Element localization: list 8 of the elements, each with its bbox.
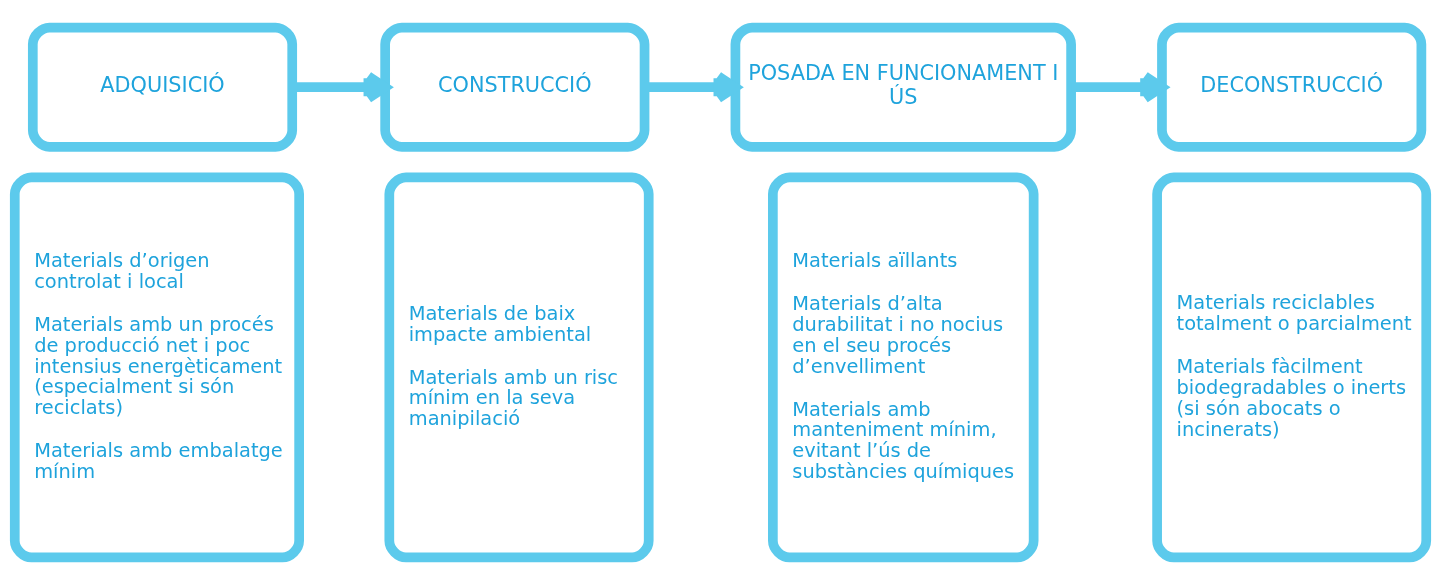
node-box: ADQUISICIÓ [27, 22, 298, 152]
node-box: CONSTRUCCIÓ [380, 22, 650, 152]
node-box: POSADA EN FUNCIONAMENT I ÚS [730, 22, 1076, 152]
node-box: Materials d’origen controlat i local Materials amb un procés de producció net i poc intensius energèticament (especialment si són reciclats) Materials amb embalatge mínim [9, 172, 304, 562]
node-box: Materials aïllants Materials d’alta durabilitat i no nocius en el seu procés d’envelliment Materials amb manteniment mínim, evitant l’ús de substàncies químiques [768, 172, 1039, 562]
node-box: Materials reciclables totalment o parcialment Materials fàcilment biodegradables o inerts (si són abocats o incinerats) [1152, 172, 1432, 562]
node-box: Materials de baix impacte ambiental Materials amb un risc mínim en la seva manipilació [384, 172, 654, 562]
node-box: DECONSTRUCCIÓ [1157, 22, 1427, 152]
